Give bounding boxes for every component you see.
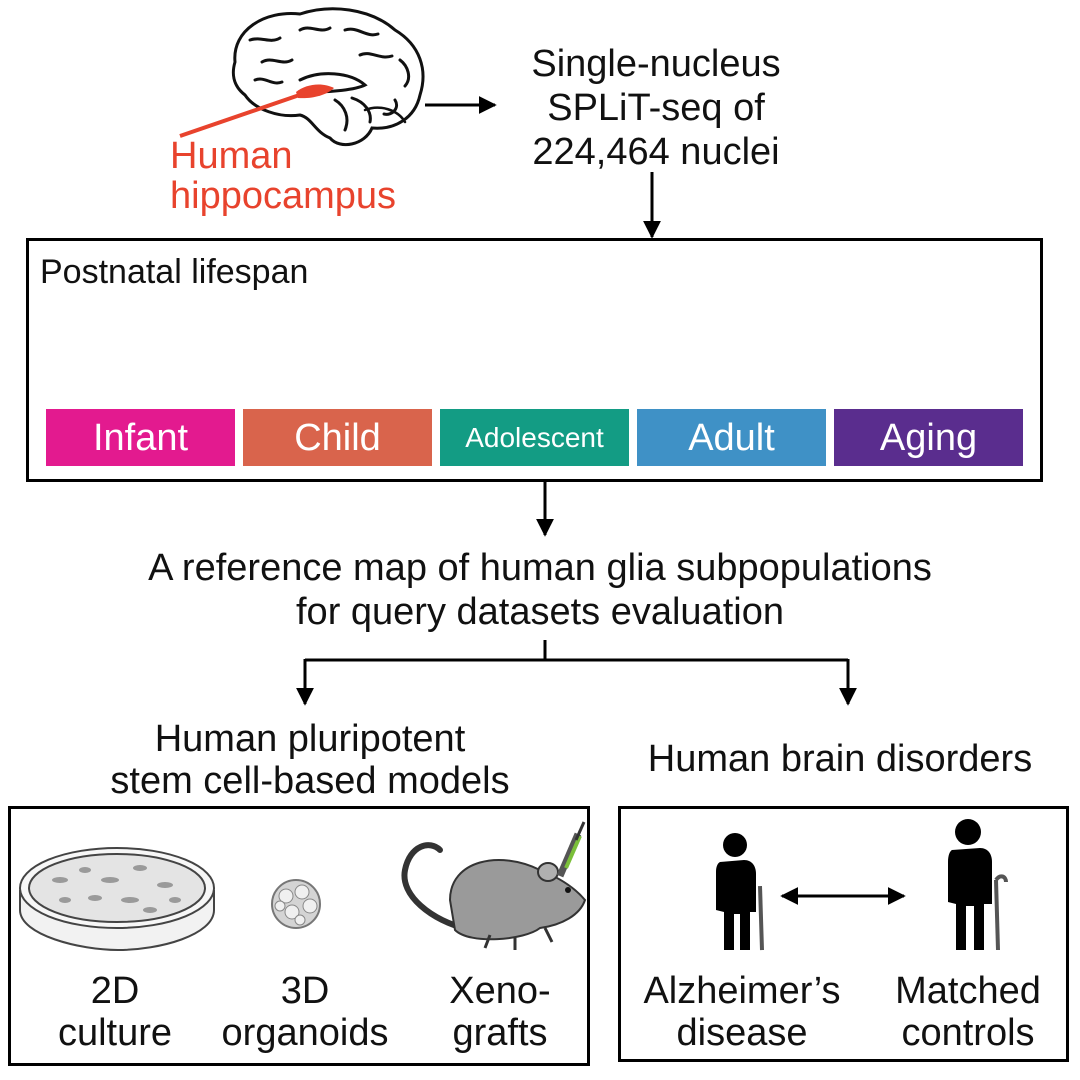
models-title: Human pluripotent stem cell-based models [100, 718, 520, 802]
stage-child-label: Child [294, 416, 381, 459]
hippocampus-label-line2: hippocampus [170, 175, 397, 217]
hippocampus-label-line1: Human [170, 135, 293, 177]
lifespan-title: Postnatal lifespan [40, 253, 309, 291]
mouse-icon [401, 821, 587, 950]
reference-line1: A reference map of human glia subpopulat… [148, 547, 932, 589]
alzheimers-line2: disease [676, 1012, 808, 1054]
models-title-line1: Human pluripotent [154, 718, 466, 760]
sequencing-line1: Single-nucleus [531, 43, 781, 85]
stage-aging: Aging [834, 409, 1023, 466]
stage-infant-label: Infant [92, 416, 189, 459]
stage-adolescent: Adolescent [440, 409, 629, 466]
stage-adult: Adult [637, 409, 826, 466]
model-2d-line2: culture [57, 1012, 173, 1054]
branch-connector [305, 640, 848, 662]
controls-line1: Matched [895, 970, 1041, 1012]
model-3d-line2: organoids [221, 1012, 389, 1054]
disorders-panel [618, 806, 1069, 1062]
sequencing-line2: SPLiT-seq of [547, 87, 765, 129]
disorders-title: Human brain disorders [647, 738, 1033, 780]
stage-infant: Infant [46, 409, 235, 466]
stage-adolescent-label: Adolescent [465, 421, 604, 453]
model-2d-line1: 2D [90, 970, 140, 1012]
reference-map-description: A reference map of human glia subpopulat… [0, 546, 1080, 634]
model-3d-label: 3D organoids [205, 970, 405, 1054]
model-2d-label: 2D culture [30, 970, 200, 1054]
models-panel [8, 806, 590, 1066]
hippocampus-label: Human hippocampus [170, 136, 396, 216]
controls-line2: controls [901, 1012, 1035, 1054]
stage-aging-label: Aging [879, 416, 978, 459]
alzheimers-line1: Alzheimer’s [643, 970, 841, 1012]
model-3d-line1: 3D [280, 970, 330, 1012]
alzheimers-figure-icon [716, 833, 764, 951]
models-title-line2: stem cell-based models [110, 760, 510, 802]
stage-adult-label: Adult [688, 416, 775, 459]
sequencing-line3: 224,464 nuclei [532, 131, 780, 173]
brain-icon [231, 7, 425, 147]
reference-line2: for query datasets evaluation [296, 591, 784, 633]
organoid-icon [271, 879, 321, 929]
controls-label: Matched controls [870, 970, 1066, 1054]
model-xenograft-line1: Xeno- [449, 970, 551, 1012]
hippocampus-pointer-line [179, 88, 315, 138]
model-xenograft-line2: grafts [452, 1012, 548, 1054]
sequencing-description: Single-nucleus SPLiT-seq of 224,464 nucl… [496, 42, 816, 174]
petri-dish-icon [19, 847, 215, 952]
stage-child: Child [243, 409, 432, 466]
model-xenograft-label: Xeno- grafts [420, 970, 580, 1054]
control-figure-icon [948, 819, 1008, 951]
alzheimers-label: Alzheimer’s disease [622, 970, 862, 1054]
